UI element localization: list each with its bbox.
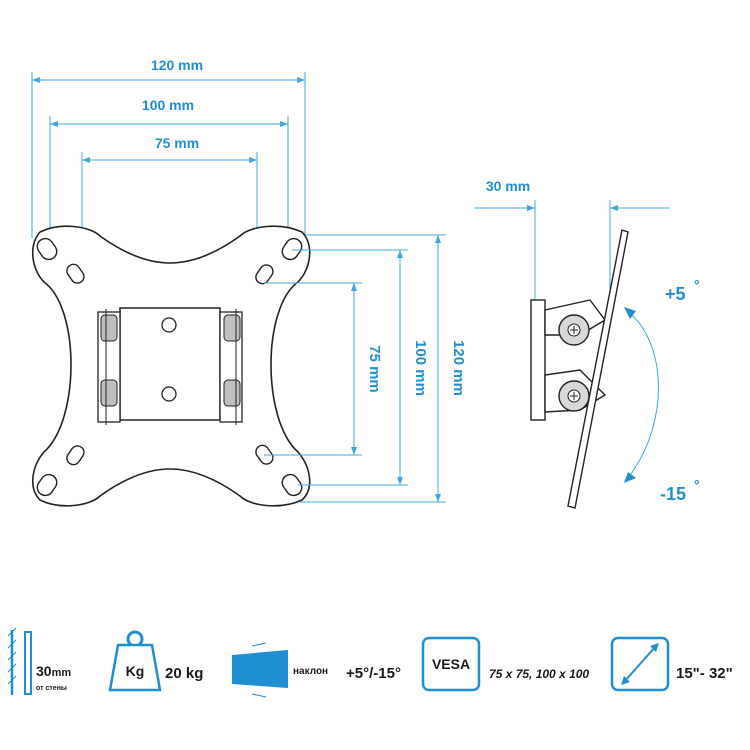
- side-view: 30 mm +5 ° -15 °: [474, 178, 700, 509]
- weight-value: 20 kg: [165, 665, 203, 682]
- width-label-100: 100 mm: [142, 97, 194, 113]
- weight-icon-text: Kg: [126, 663, 145, 679]
- tilt-icon: [232, 642, 288, 698]
- wall-distance-icon: [7, 627, 32, 695]
- mount-holes-120: [36, 237, 303, 497]
- screen-range: 15"- 32": [676, 665, 733, 682]
- weight-icon: [108, 630, 162, 692]
- depth-label: 30 mm: [486, 178, 530, 194]
- mount-plate-front: [32, 225, 311, 507]
- screen-size-icon: [610, 636, 670, 692]
- height-label-100: 100 mm: [412, 340, 429, 396]
- tilt-down-degree: °: [694, 477, 700, 493]
- front-width-dimensions: 120 mm 100 mm 75 mm: [31, 57, 306, 270]
- width-label-120: 120 mm: [151, 57, 203, 73]
- tilt-label: наклон: [293, 666, 328, 677]
- front-height-dimensions: 75 mm 100 mm 120 mm: [264, 234, 467, 503]
- tilt-value: +5°/-15°: [346, 665, 401, 682]
- center-bracket: [97, 307, 243, 425]
- height-label-120: 120 mm: [450, 340, 467, 396]
- vesa-icon: [421, 636, 481, 692]
- mount-holes-100: [66, 263, 274, 466]
- spec-strip: 30mm от стены Kg 20 kg наклон +5°/-15° V…: [7, 627, 733, 698]
- tilt-down-label: -15: [660, 484, 686, 504]
- svg-text:30mm: 30mm: [36, 663, 71, 679]
- width-label-75: 75 mm: [155, 135, 199, 151]
- depth-value: 30: [36, 663, 52, 679]
- vesa-value: 75 x 75, 100 x 100: [489, 667, 589, 681]
- height-label-75: 75 mm: [366, 345, 383, 393]
- tilt-up-degree: °: [694, 277, 700, 293]
- depth-note: от стены: [36, 685, 67, 692]
- tilt-up-label: +5: [665, 284, 686, 304]
- vesa-icon-text: VESA: [432, 656, 470, 672]
- depth-unit: mm: [52, 667, 72, 679]
